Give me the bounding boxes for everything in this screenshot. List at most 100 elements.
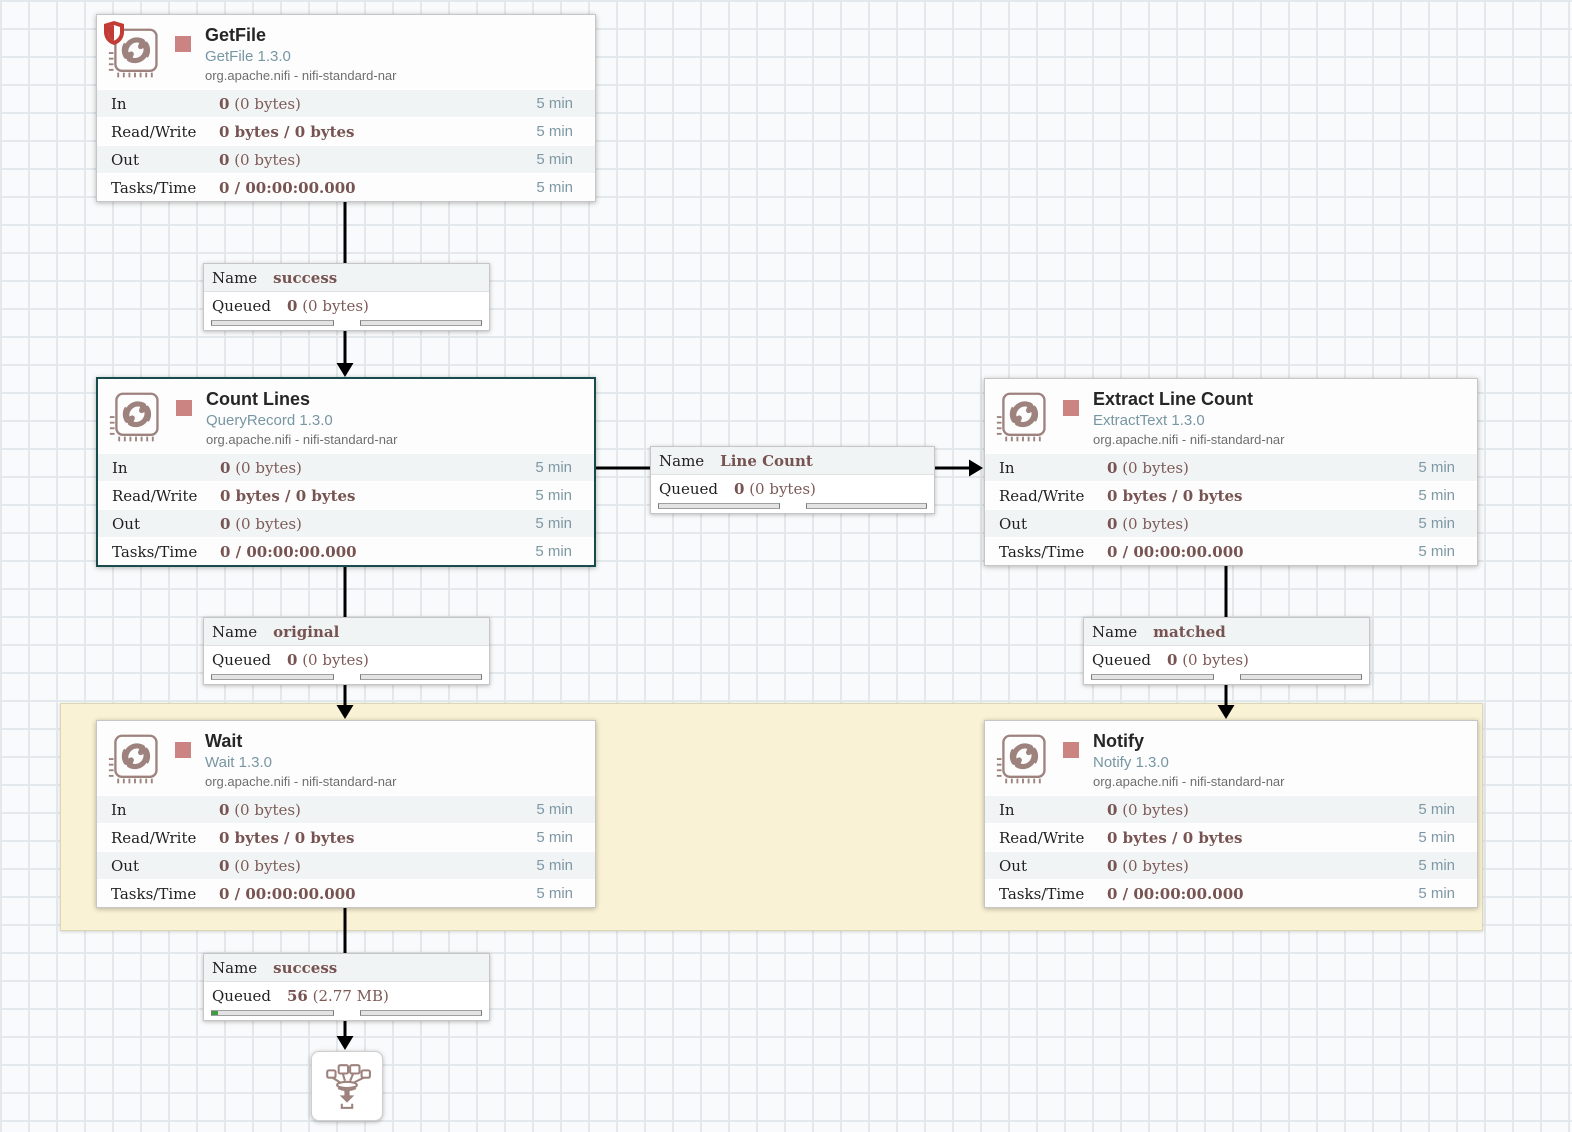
connection-queued-label: Queued	[212, 986, 271, 1005]
stat-label: Tasks/Time	[111, 884, 197, 903]
queue-size-bar	[359, 1010, 482, 1016]
stat-window: 5 min	[536, 179, 573, 196]
stat-row-in: In 0 (0 bytes) 5 min	[98, 453, 594, 482]
queue-indicators	[651, 502, 934, 513]
stat-row-read-write: Read/Write 0 bytes / 0 bytes 5 min	[985, 482, 1477, 509]
queue-size-bar	[1239, 674, 1362, 680]
stat-value: 0 (0 bytes)	[219, 94, 301, 113]
processor-icon	[108, 389, 164, 447]
stat-value: 0 (0 bytes)	[220, 514, 302, 533]
connection-name-label: Name	[212, 268, 258, 287]
processor-header: Notify Notify 1.3.0 org.apache.nifi - ni…	[985, 721, 1477, 795]
queue-size-bar	[359, 320, 482, 326]
stopped-state-icon	[1063, 742, 1079, 758]
processor-notify[interactable]: Notify Notify 1.3.0 org.apache.nifi - ni…	[984, 720, 1478, 908]
queue-indicators	[204, 1009, 489, 1020]
stat-value: 0 bytes / 0 bytes	[1107, 828, 1243, 847]
stat-row-out: Out 0 (0 bytes) 5 min	[98, 509, 594, 538]
stat-row-in: In 0 (0 bytes) 5 min	[97, 89, 595, 118]
connection-queued-value: 0 (0 bytes)	[1166, 650, 1249, 669]
stat-label: In	[111, 94, 127, 113]
funnel-component[interactable]	[311, 1051, 383, 1121]
stat-label: Tasks/Time	[999, 542, 1085, 561]
stat-row-out: Out 0 (0 bytes) 5 min	[985, 851, 1477, 880]
processor-bundle: org.apache.nifi - nifi-standard-nar	[205, 68, 397, 83]
stat-value: 0 bytes / 0 bytes	[1107, 486, 1243, 505]
connection-queued-label: Queued	[212, 650, 271, 669]
stat-window: 5 min	[535, 515, 572, 532]
stat-label: In	[999, 800, 1015, 819]
stat-row-out: Out 0 (0 bytes) 5 min	[97, 145, 595, 174]
arrowhead-icon	[336, 363, 1235, 1050]
stat-window: 5 min	[535, 459, 572, 476]
stat-window: 5 min	[1418, 515, 1455, 532]
stat-value: 0 / 00:00:00.000	[1107, 542, 1244, 561]
stat-value: 0 (0 bytes)	[219, 150, 301, 169]
stat-value: 0 (0 bytes)	[220, 458, 302, 477]
funnel-icon	[326, 1064, 371, 1109]
processor-bundle: org.apache.nifi - nifi-standard-nar	[205, 774, 397, 789]
queue-count-bar	[211, 320, 334, 326]
stopped-state-icon	[1063, 400, 1079, 416]
stat-label: Read/Write	[999, 828, 1085, 847]
stat-label: Out	[999, 514, 1027, 533]
processor-bundle: org.apache.nifi - nifi-standard-nar	[206, 432, 398, 447]
connection-name-label: Name	[212, 622, 258, 641]
stat-label: In	[112, 458, 128, 477]
processor-getfile[interactable]: GetFile GetFile 1.3.0 org.apache.nifi - …	[96, 14, 596, 202]
connection-name-value: success	[273, 268, 338, 287]
processor-icon	[995, 389, 1051, 447]
processor-header: Count Lines QueryRecord 1.3.0 org.apache…	[98, 379, 594, 453]
stat-row-out: Out 0 (0 bytes) 5 min	[985, 509, 1477, 538]
stat-label: Read/Write	[999, 486, 1085, 505]
processor-name: GetFile	[205, 25, 267, 45]
stopped-state-icon	[175, 36, 191, 52]
stat-window: 5 min	[1418, 543, 1455, 560]
stat-window: 5 min	[536, 801, 573, 818]
processor-icon	[107, 731, 163, 789]
stat-row-tasks-time: Tasks/Time 0 / 00:00:00.000 5 min	[985, 880, 1477, 907]
stat-value: 0 bytes / 0 bytes	[220, 486, 356, 505]
stopped-state-icon	[176, 400, 192, 416]
connection-queued-value: 0 (0 bytes)	[286, 650, 369, 669]
queue-indicators	[204, 319, 489, 330]
processor-bundle: org.apache.nifi - nifi-standard-nar	[1093, 774, 1285, 789]
stat-window: 5 min	[1418, 459, 1455, 476]
stat-row-tasks-time: Tasks/Time 0 / 00:00:00.000 5 min	[98, 538, 594, 565]
stat-window: 5 min	[536, 857, 573, 874]
connection-name-label: Name	[659, 451, 705, 470]
connection-name-label: Name	[1092, 622, 1138, 641]
stat-label: Read/Write	[111, 828, 197, 847]
stat-window: 5 min	[536, 95, 573, 112]
processor-type-version: GetFile 1.3.0	[205, 48, 291, 65]
stat-window: 5 min	[1418, 885, 1455, 902]
processor-extract-line-count[interactable]: Extract Line Count ExtractText 1.3.0 org…	[984, 378, 1478, 566]
connection-queued-label: Queued	[212, 296, 271, 315]
stat-label: Tasks/Time	[111, 178, 197, 197]
queue-count-bar	[211, 674, 334, 680]
connection-queued-label: Queued	[1092, 650, 1151, 669]
stat-value: 0 / 00:00:00.000	[1107, 884, 1244, 903]
stat-row-read-write: Read/Write 0 bytes / 0 bytes 5 min	[97, 824, 595, 851]
stat-label: Out	[112, 514, 140, 533]
connection-name-label: Name	[212, 958, 258, 977]
stat-value: 0 / 00:00:00.000	[219, 884, 356, 903]
processor-icon	[995, 731, 1051, 789]
stat-value: 0 (0 bytes)	[1107, 458, 1189, 477]
processor-wait[interactable]: Wait Wait 1.3.0 org.apache.nifi - nifi-s…	[96, 720, 596, 908]
stat-value: 0 / 00:00:00.000	[220, 542, 357, 561]
stat-window: 5 min	[536, 829, 573, 846]
stat-label: Out	[111, 150, 139, 169]
processor-name: Count Lines	[206, 389, 310, 409]
queue-indicators	[204, 673, 489, 684]
processor-count-lines[interactable]: Count Lines QueryRecord 1.3.0 org.apache…	[96, 377, 596, 567]
processor-type-version: Wait 1.3.0	[205, 754, 272, 771]
stat-label: Tasks/Time	[112, 542, 198, 561]
processor-header: Extract Line Count ExtractText 1.3.0 org…	[985, 379, 1477, 453]
